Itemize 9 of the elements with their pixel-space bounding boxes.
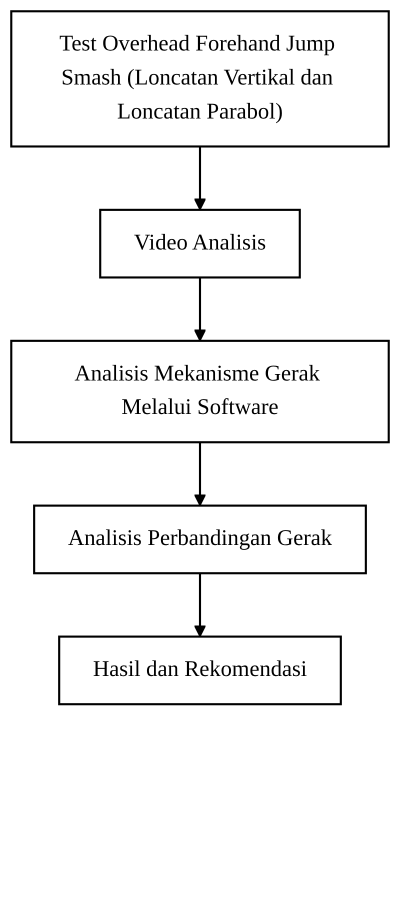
node-box: Video Analisis [99, 208, 301, 279]
arrow [194, 442, 206, 506]
arrow [194, 573, 206, 638]
node-box: Test Overhead Forehand Jump Smash (Loncatan Vertikal dan Loncatan Parabol) [10, 10, 390, 148]
node-box: Hasil dan Rekomendasi [58, 636, 342, 706]
arrow [194, 146, 206, 210]
arrow [194, 277, 206, 342]
node-box: Analisis Mekanisme Gerak Melalui Software [10, 340, 390, 444]
node-box: Analisis Perbandingan Gerak [33, 504, 367, 574]
